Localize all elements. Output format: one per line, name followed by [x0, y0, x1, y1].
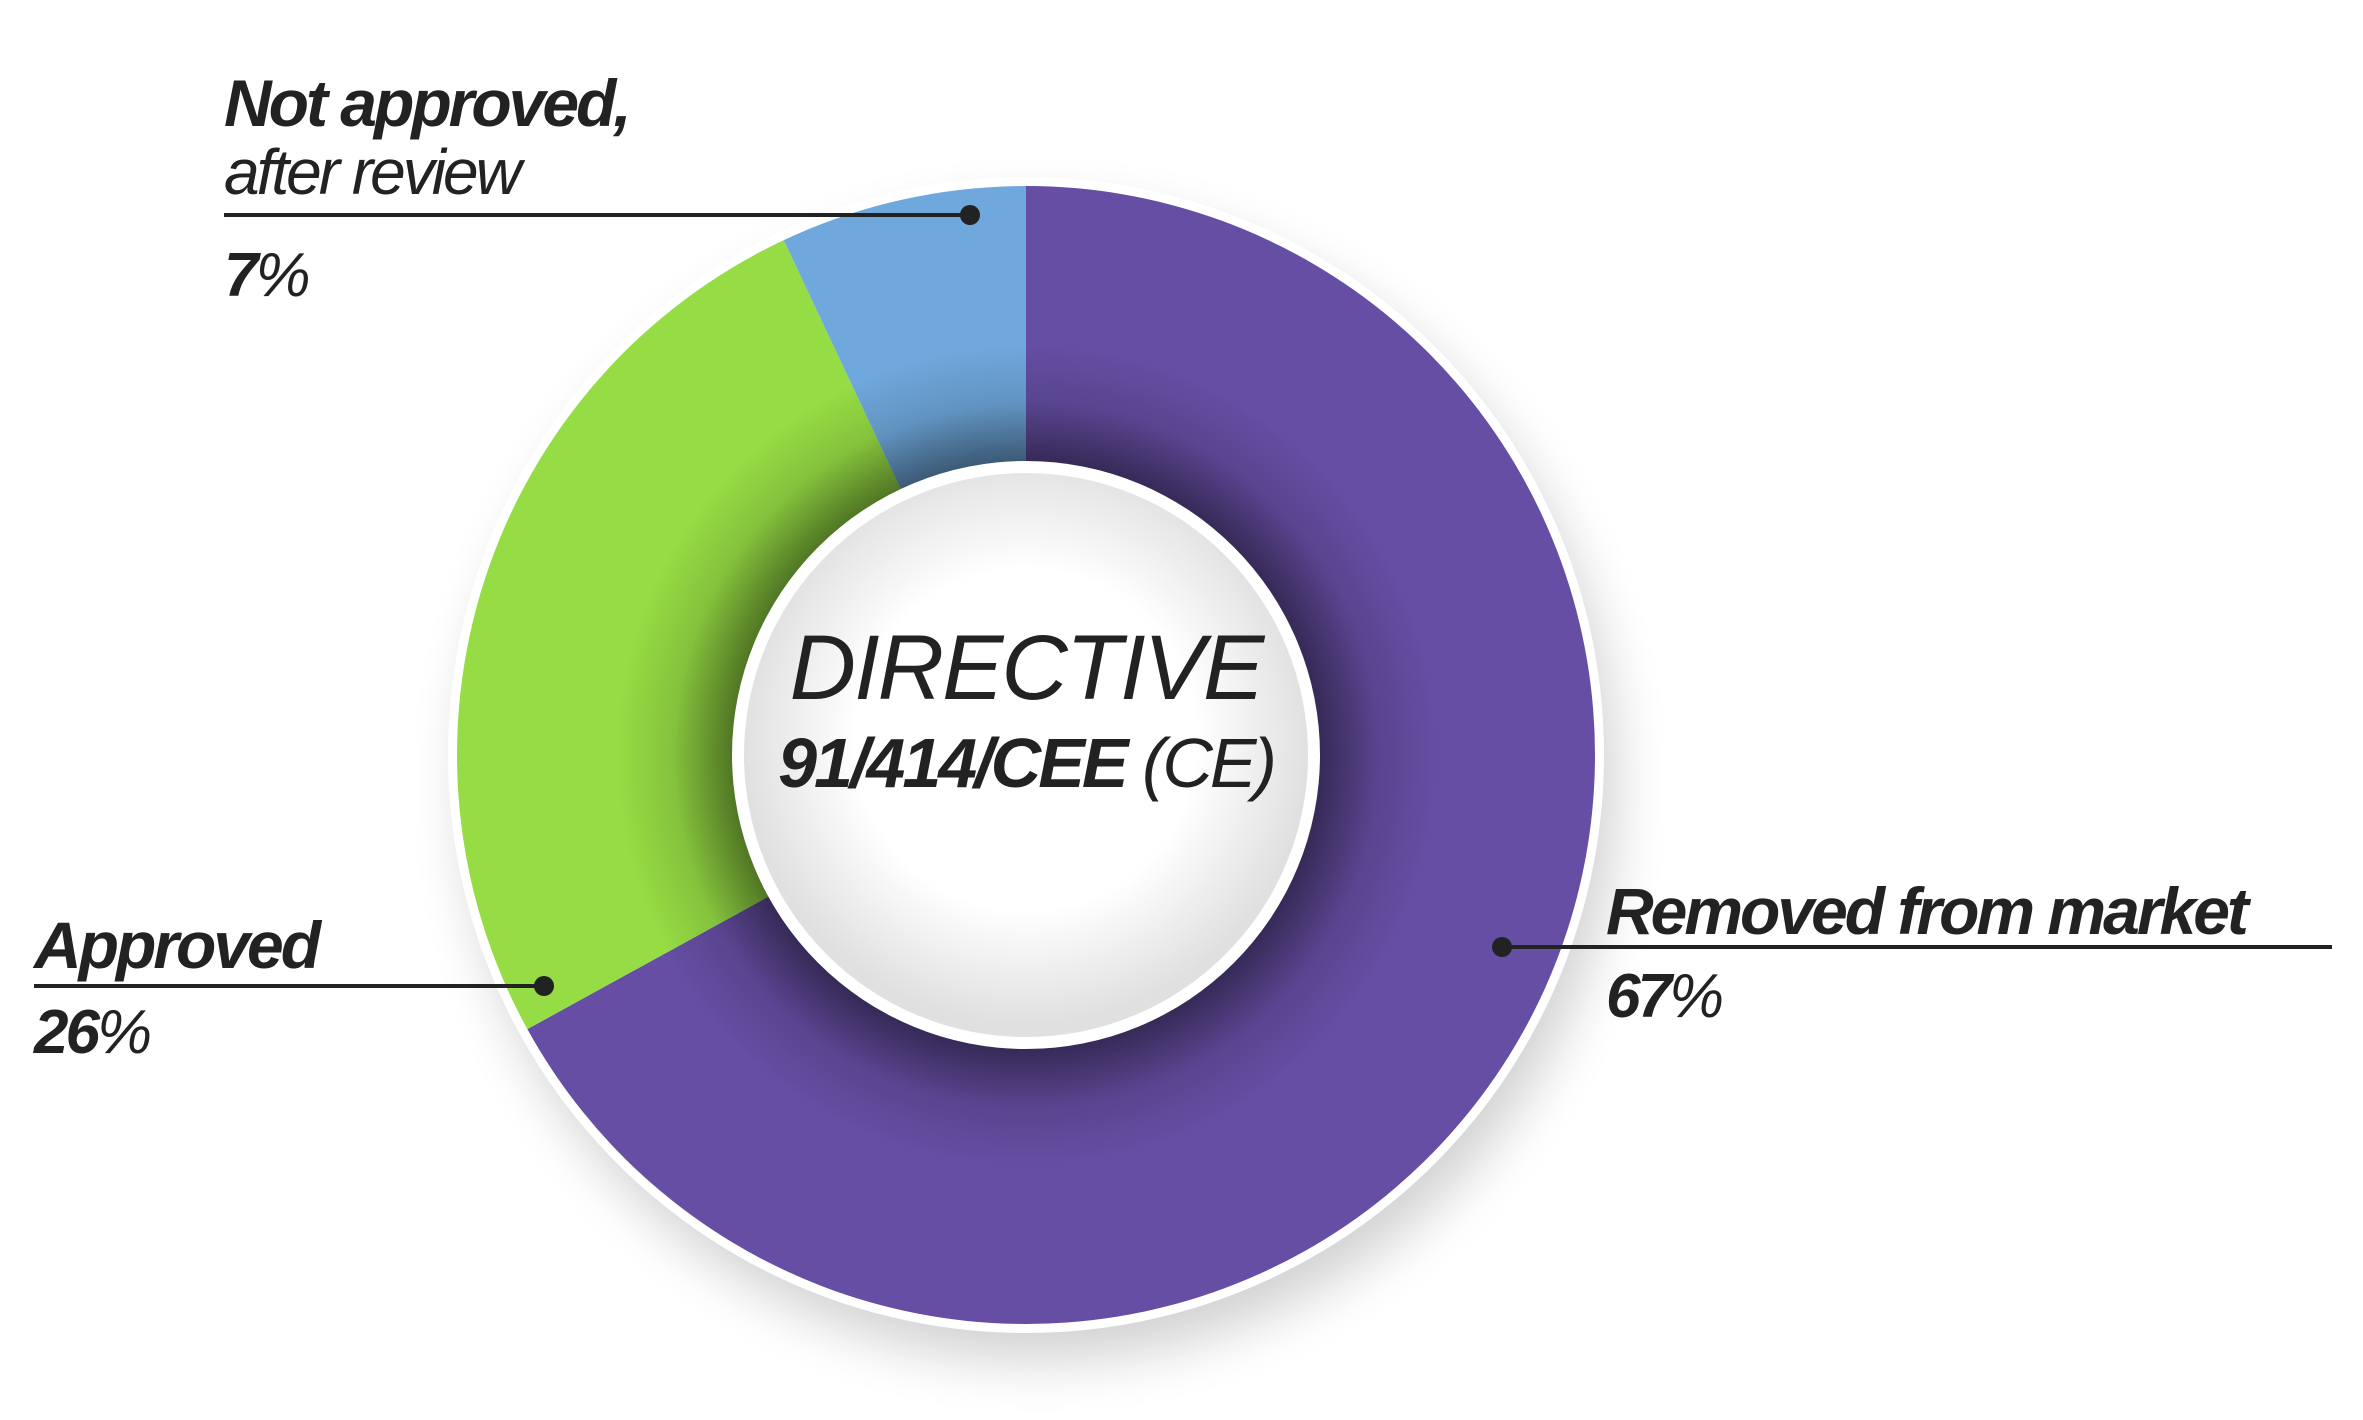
center-hole [744, 473, 1308, 1037]
center-title: DIRECTIVE [789, 617, 1265, 719]
center-subtitle: 91/414/CEE (CE) [746, 728, 1306, 798]
percent-sign: % [255, 241, 310, 310]
label-not-approved-sub: after review [224, 136, 522, 208]
leader-removed [1492, 937, 2332, 957]
label-removed: Removed from market [1606, 874, 2249, 948]
value-number: 26 [34, 998, 100, 1067]
value-number: 67 [1606, 962, 1672, 1031]
leader-approved [34, 976, 554, 996]
label-not-approved: Not approved, [224, 66, 632, 140]
percent-sign: % [1668, 962, 1724, 1031]
value-not-approved: 7% [224, 245, 311, 307]
label-approved: Approved [34, 908, 321, 982]
value-number: 7 [224, 241, 259, 310]
leader-not-approved [224, 205, 980, 225]
value-approved: 26% [34, 1002, 152, 1064]
value-removed: 67% [1606, 966, 1724, 1028]
directive-suffix: (CE) [1142, 724, 1277, 802]
directive-number: 91/414/CEE [778, 724, 1128, 802]
percent-sign: % [96, 998, 152, 1067]
